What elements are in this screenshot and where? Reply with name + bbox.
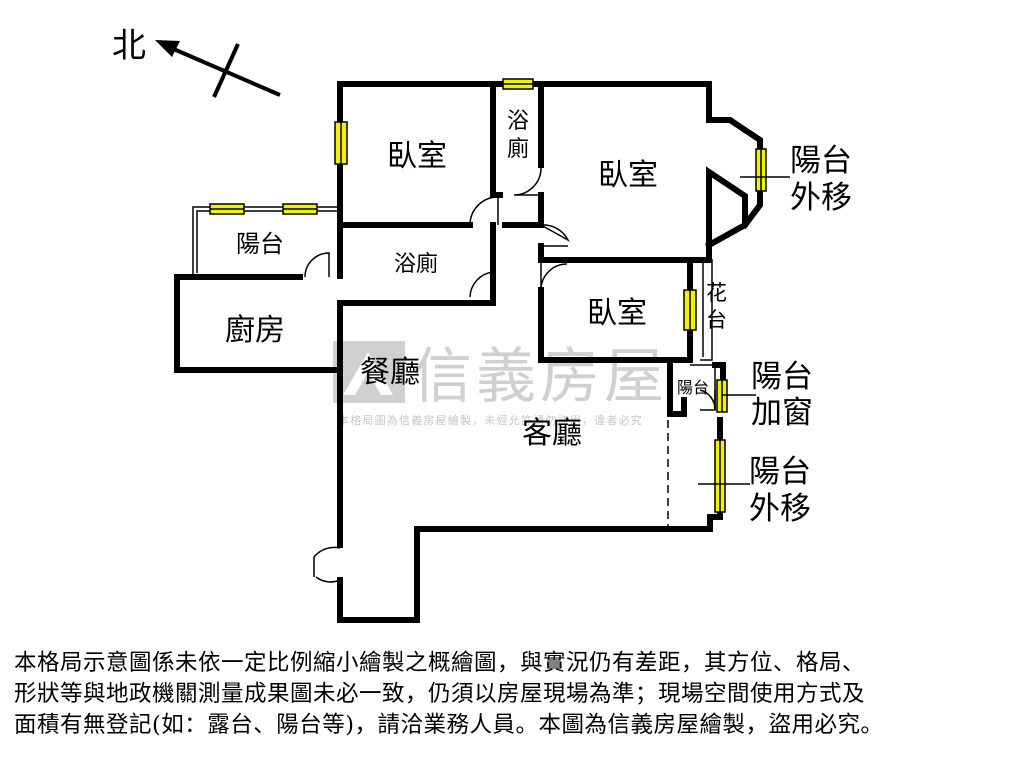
- door-balcony: [304, 252, 330, 278]
- north-label: 北: [112, 26, 146, 66]
- door-bed2: [540, 224, 570, 247]
- balcony-left-outline: [177, 206, 340, 278]
- room-bath-top-line: 浴: [507, 109, 529, 134]
- watermark-notice: 本格局圖為信義房屋繪製，未經允許請勿盜用，違者必究: [338, 413, 643, 427]
- door-bathmid: [469, 271, 494, 298]
- wall-bathtop-left: [490, 81, 503, 198]
- wall-bed2-bottom: [538, 243, 693, 263]
- walls: [174, 81, 763, 623]
- windows: [209, 78, 767, 513]
- room-kitchen: 廚房: [225, 313, 285, 348]
- wall-bed2-right: [687, 243, 712, 263]
- door-bed3: [540, 257, 570, 291]
- callout-balcony-out-2-line: 陽台: [749, 454, 811, 490]
- door-bed1: [469, 196, 499, 226]
- disclaimer-line-2: 形狀等與地政機關測量成果圖未必一致，仍須以房屋現場為準；現場空間使用方式及: [14, 681, 866, 707]
- room-balcony-left: 陽台: [236, 230, 284, 258]
- callout-balcony-window: 陽台加窗: [751, 359, 813, 431]
- floor-plan: 北 信義房屋 本格局圖為信義房屋繪製，未經允許請勿盜用，違者必究: [112, 26, 852, 623]
- callout-balcony-window-line: 陽台: [751, 359, 813, 395]
- room-small-balcony: 陽台: [677, 378, 709, 397]
- doors: [304, 167, 716, 583]
- planter-outline: [700, 259, 713, 361]
- room-bedroom-1: 臥室: [387, 139, 447, 174]
- callout-balcony-out-2: 陽台外移: [749, 454, 811, 527]
- door-entry: [313, 546, 341, 583]
- room-bedroom-2: 臥室: [598, 158, 658, 193]
- callout-balcony-out-2-line: 外移: [749, 491, 811, 527]
- watermark: 信義房屋 本格局圖為信義房屋繪製，未經允許請勿盜用，違者必究: [333, 341, 664, 427]
- wall-right-stub: [712, 362, 726, 383]
- north-compass: 北: [112, 26, 281, 98]
- room-bath-mid: 浴廁: [394, 252, 438, 277]
- callout-balcony-out-1-line: 外移: [790, 180, 852, 216]
- north-arrow-head: [155, 40, 180, 57]
- wall-outer-main: [704, 166, 748, 250]
- room-dining: 餐廳: [360, 355, 420, 390]
- room-bath-top: 浴廁: [507, 109, 529, 162]
- wall-living-left-b: [337, 417, 723, 623]
- callout-balcony-out-1-line: 陽台: [790, 143, 852, 179]
- room-bedroom-3: 臥室: [587, 296, 647, 331]
- wall-bay: [706, 117, 763, 230]
- callout-balcony-window-line: 加窗: [751, 395, 813, 431]
- door-bathtop: [513, 167, 542, 196]
- watermark-logo-mark: [343, 352, 393, 395]
- disclaimer-line-3: 面積有無登記(如：露台、陽台等)，請洽業務人員。本圖為信義房屋繪製，盜用必究。: [14, 712, 884, 738]
- disclaimer: 本格局示意圖係未依一定比例縮小繪製之概繪圖，與實況仍有差距，其方位、格局、 形狀…: [14, 648, 1014, 741]
- room-bath-top-line: 廁: [507, 137, 529, 162]
- north-arrow-cross: [212, 43, 240, 98]
- leader-lines: [698, 176, 790, 485]
- room-planter-line: 台: [706, 308, 727, 332]
- north-arrow-shaft: [161, 42, 281, 97]
- callout-balcony-out-1: 陽台外移: [790, 143, 852, 216]
- room-planter-line: 花: [706, 281, 727, 305]
- disclaimer-line-1: 本格局示意圖係未依一定比例縮小繪製之概繪圖，與實況仍有差距，其方位、格局、: [14, 650, 866, 676]
- small-balcony-outline: [690, 364, 716, 411]
- wall-small-balcony: [667, 357, 687, 417]
- room-living: 客廳: [522, 416, 582, 451]
- room-planter: 花台: [706, 281, 727, 332]
